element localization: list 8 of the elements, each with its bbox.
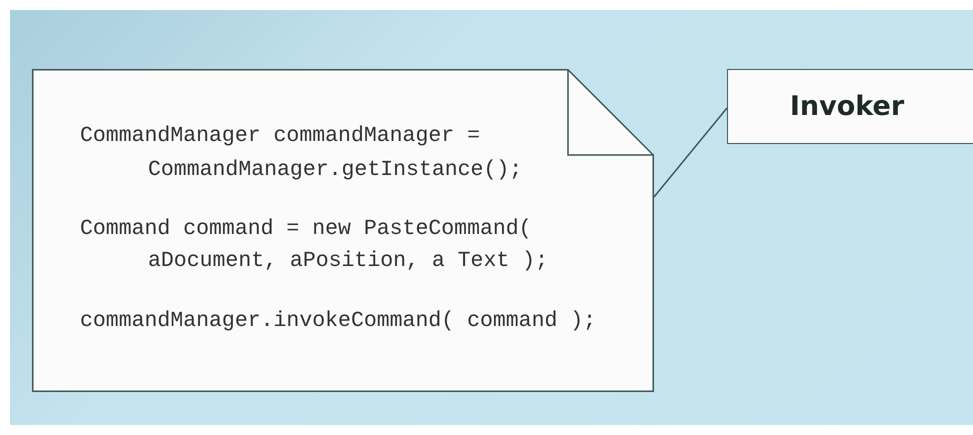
code-line: CommandManager commandManager = [80,124,480,150]
code-line: commandManager.invokeCommand( command ); [80,309,596,335]
code-line: CommandManager.getInstance(); [148,158,522,184]
role-box [727,69,973,144]
code-line: Command command = new PasteCommand( [80,217,532,243]
connector-line [653,108,728,198]
code-line: aDocument, aPosition, a Text ); [148,249,548,275]
role-label: Invoker [790,91,904,122]
